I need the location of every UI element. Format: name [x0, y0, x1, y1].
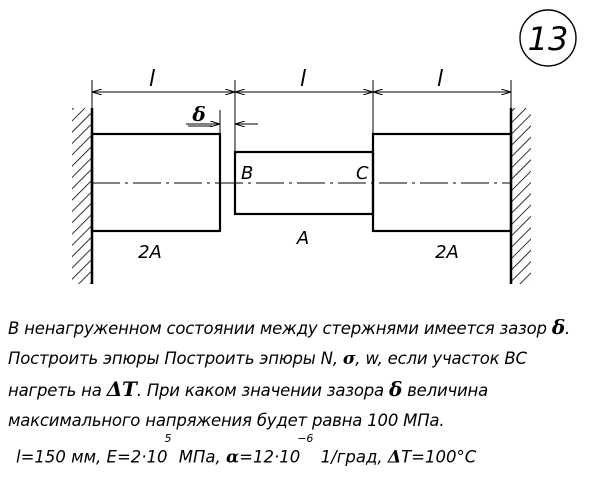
- area-label-middle: A: [296, 228, 309, 249]
- rod-diagram: 13 l l l δ B C 2A A 2A: [72, 9, 577, 284]
- point-b-label: B: [241, 163, 253, 184]
- sigma-symbol: σ: [342, 349, 356, 369]
- area-label-right: 2A: [435, 242, 459, 263]
- problem-number-badge: 13: [519, 9, 577, 67]
- gap-dimension: [186, 124, 258, 126]
- e-exponent: 5: [164, 432, 172, 445]
- problem-number: 13: [528, 20, 569, 58]
- delta-t-given-symbol: Δ: [387, 447, 402, 468]
- alpha-symbol: α: [226, 447, 240, 468]
- delta-t-symbol: ΔT: [106, 377, 137, 401]
- dim-label-l-2: l: [300, 67, 306, 92]
- statement-line-2: Построить эпюры Построить эпюры N, σ, w,…: [8, 349, 527, 369]
- problem-statement: В ненагруженном состоянии между стержням…: [8, 312, 593, 436]
- given-values: l=150 мм, E=2·105 МПа, α=12·10−6 1/град,…: [16, 432, 477, 468]
- delta-symbol: δ: [551, 315, 565, 339]
- dim-label-l-3: l: [437, 67, 443, 92]
- statement-line-4: максимального напряжения будет равна 100…: [8, 411, 445, 430]
- dim-label-l-1: l: [149, 67, 155, 92]
- right-wall-support: [509, 108, 531, 284]
- left-wall-support: [72, 108, 94, 284]
- statement-line-3: нагреть на ΔT. При каком значении зазора…: [8, 377, 489, 401]
- gap-label-delta: δ: [191, 102, 205, 126]
- delta-symbol-2: δ: [388, 377, 403, 401]
- alpha-exponent: −6: [297, 432, 314, 445]
- point-c-label: C: [356, 163, 369, 184]
- statement-line-1: В ненагруженном состоянии между стержням…: [8, 315, 571, 339]
- area-label-left: 2A: [138, 242, 162, 263]
